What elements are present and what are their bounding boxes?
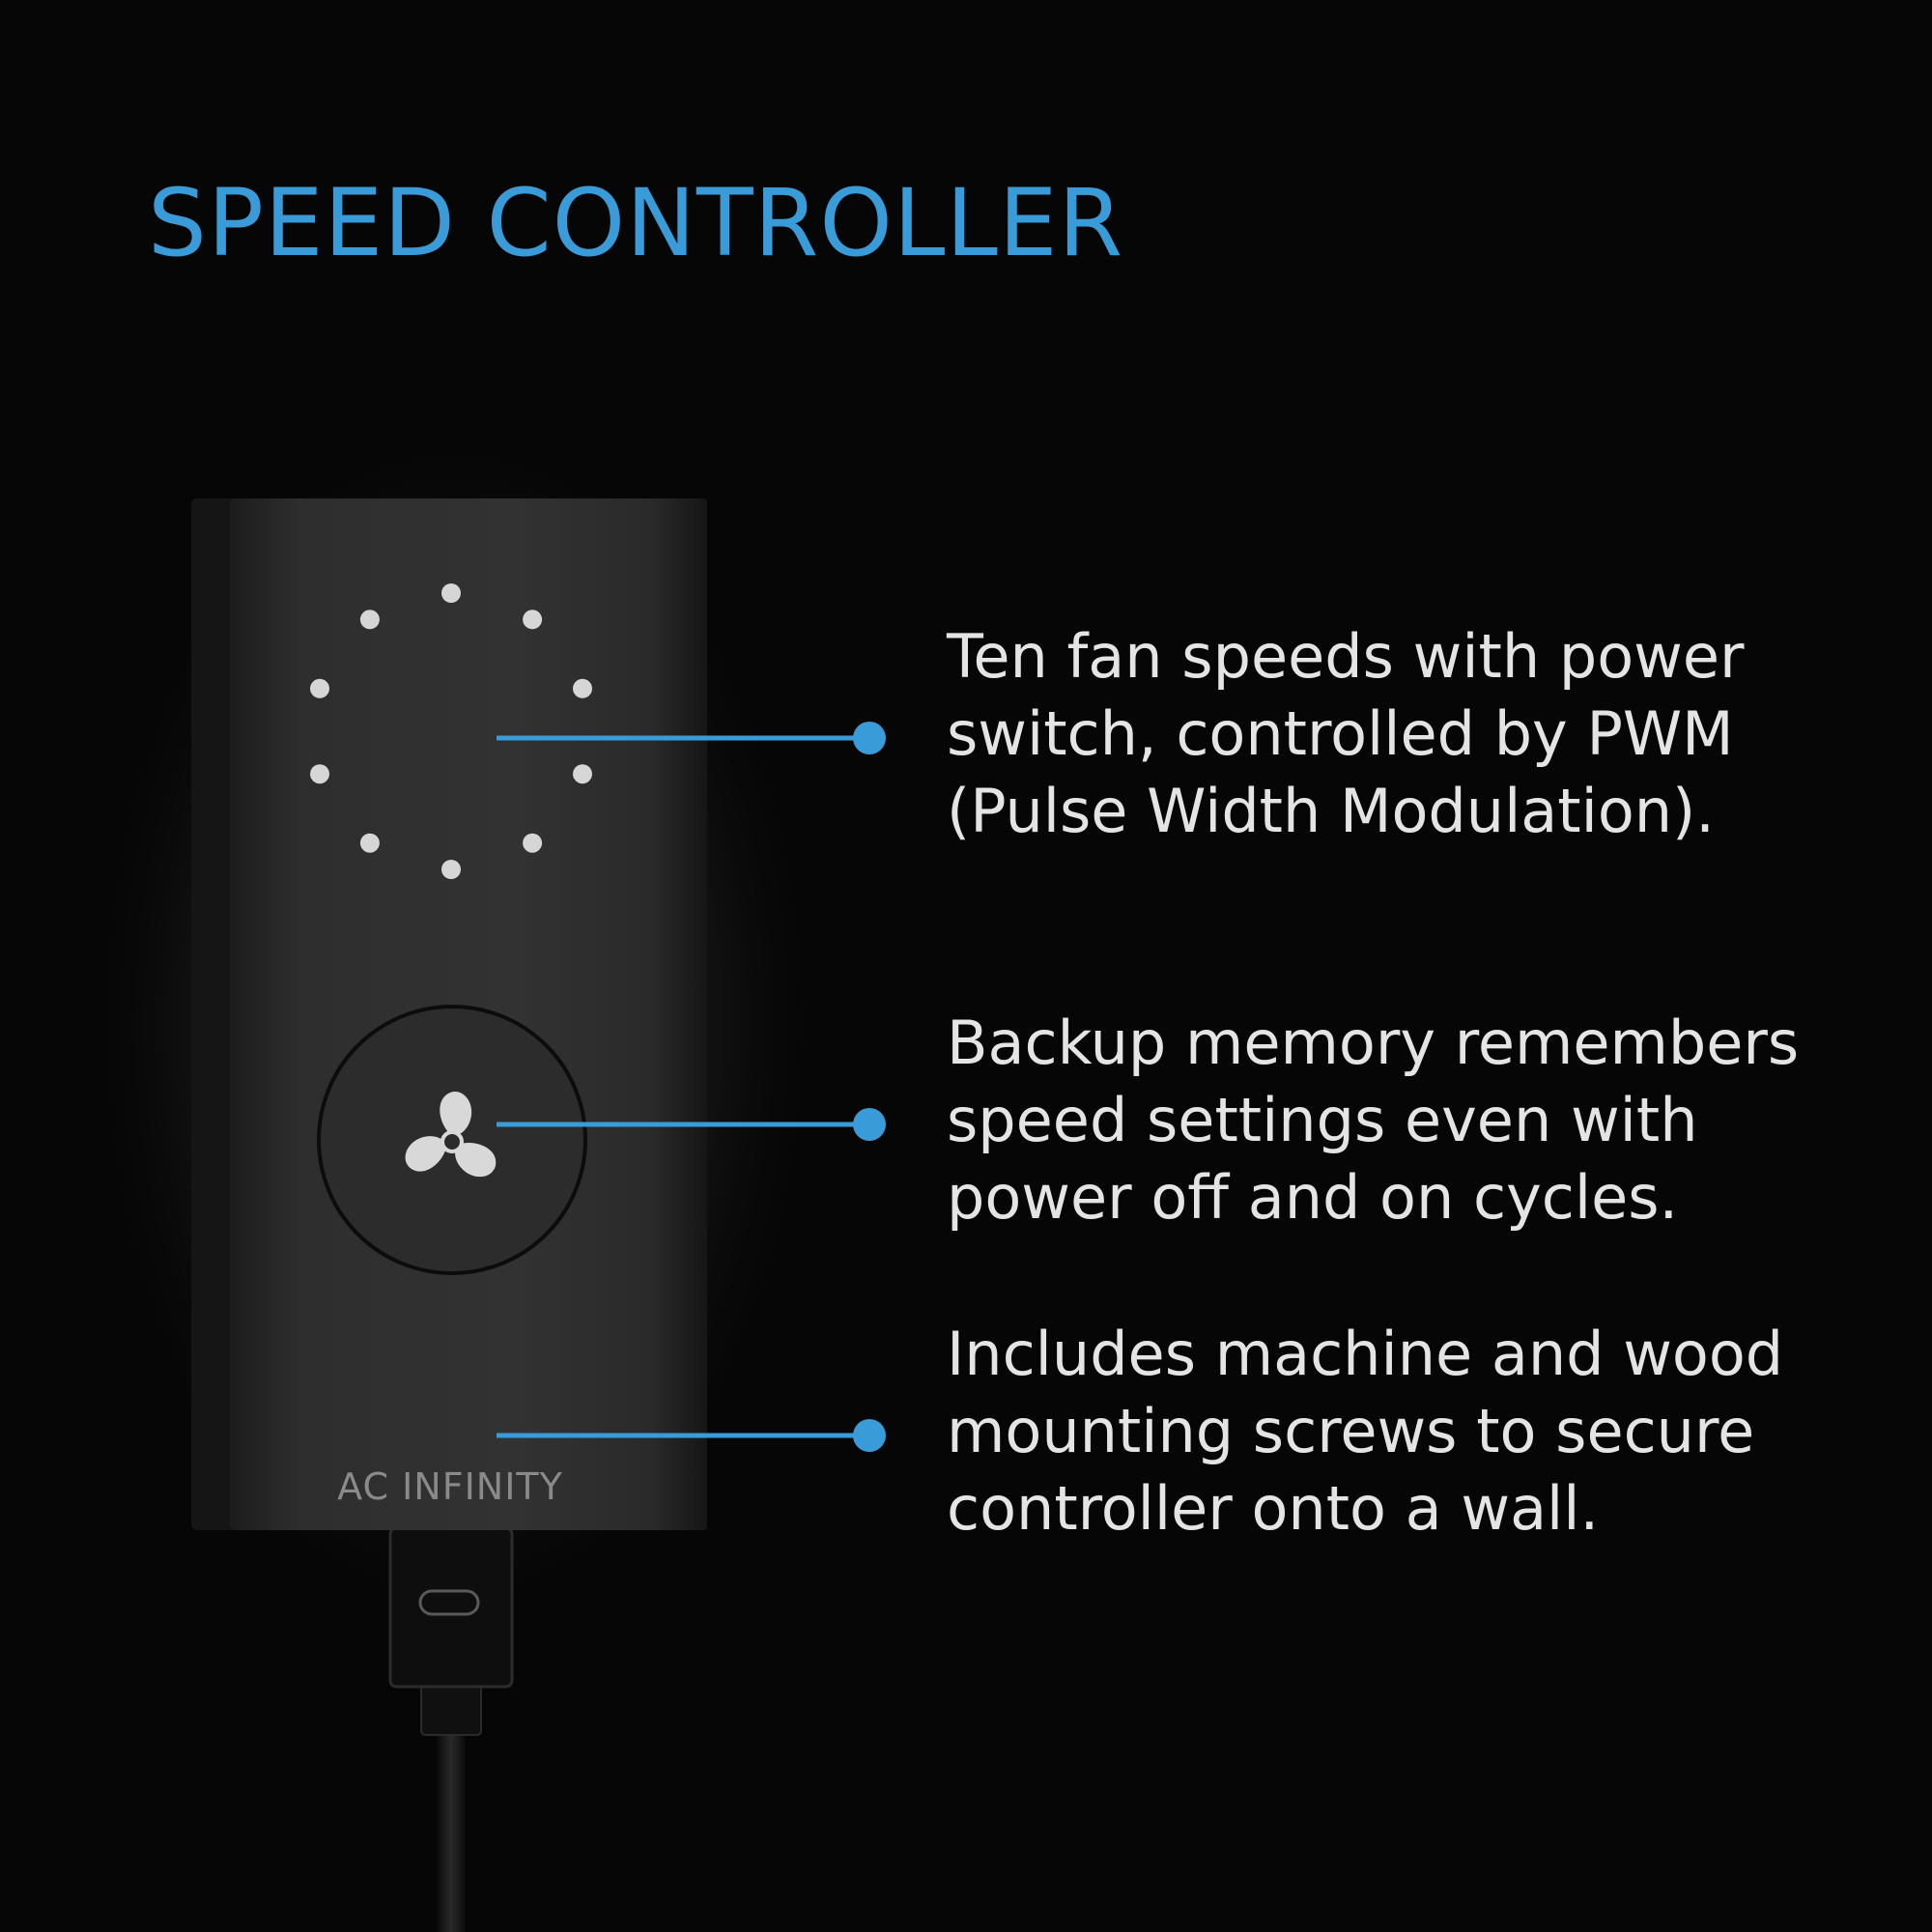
callout-text-pwm: Ten fan speeds with power switch, contro… (947, 618, 1816, 850)
callout-text-mounting: Includes machine and wood mounting screw… (947, 1316, 1816, 1548)
callout-line: Backup memory remembers (947, 1008, 1800, 1078)
callout-line: controller onto a wall. (947, 1473, 1600, 1544)
fan-icon (405, 1092, 497, 1177)
power-cable (435, 1729, 468, 1932)
callout-line: (Pulse Width Modulation). (947, 776, 1715, 846)
speed-led (441, 860, 461, 879)
callout-line: power off and on cycles. (947, 1162, 1679, 1233)
callout-line: mounting screws to secure (947, 1396, 1755, 1466)
callout-leader-2 (497, 1108, 886, 1141)
speed-led (359, 833, 380, 853)
speed-indicator-ring (310, 583, 592, 879)
usb-c-plug (388, 1526, 514, 1689)
speed-led (573, 678, 592, 698)
callout-leader-1 (497, 722, 886, 754)
callout-line: Ten fan speeds with power (947, 621, 1745, 692)
callout-leader-3 (497, 1419, 886, 1452)
usb-c-port-outline (418, 1589, 480, 1616)
speed-led (310, 764, 329, 784)
callout-line: Includes machine and wood (947, 1319, 1784, 1389)
speed-led (441, 583, 461, 603)
callout-line: speed settings even with (947, 1085, 1698, 1155)
speed-led (310, 678, 329, 698)
callout-text-memory: Backup memory remembers speed settings e… (947, 1005, 1816, 1236)
speed-led (523, 833, 543, 853)
brand-logo-text: AC INFINITY (337, 1465, 563, 1508)
speed-led (573, 764, 592, 784)
speed-led (523, 610, 543, 630)
page-title: SPEED CONTROLLER (148, 169, 1124, 277)
speed-led (359, 610, 380, 630)
cable-strain-relief (420, 1680, 482, 1736)
callout-line: switch, controlled by PWM (947, 698, 1734, 769)
